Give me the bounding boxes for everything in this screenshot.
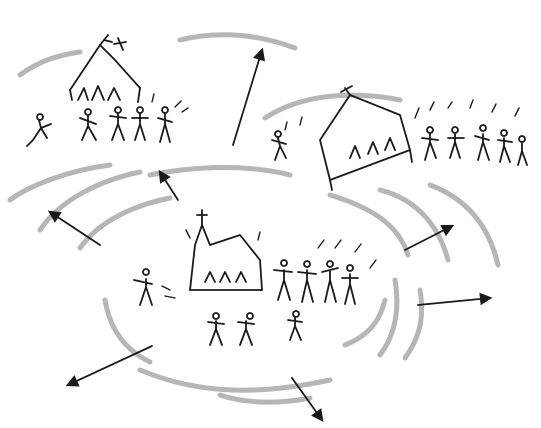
ripple-arc [20,52,80,75]
person-icon [274,270,292,300]
people-group-center [134,260,358,345]
ripple-arc [380,280,397,355]
person-icon [298,270,316,302]
ripple-arc [330,195,408,255]
ripple-arc [150,168,290,176]
ripple-arc [345,300,385,345]
person-icon [342,274,358,304]
arrow-icon [418,298,490,305]
ripple-arc [105,300,150,362]
person-icon [498,138,512,162]
arrow-icon [68,346,152,385]
arrow-icon [50,212,100,245]
arrows [50,50,490,420]
person-icon [475,134,489,160]
person-icon [238,321,254,345]
person-icon [110,114,126,140]
person-icon [132,114,148,140]
church-icon [70,35,140,102]
ripple-arc [180,35,295,48]
ripple-arc [430,185,498,265]
person-icon [27,120,51,146]
person-icon [448,134,464,158]
people-group-top-left [27,107,172,146]
arrow-icon [233,50,262,145]
ripple-arc [40,172,140,230]
church-icon [190,210,262,290]
person-icon [80,116,96,140]
people-group-top-right [272,125,527,165]
person-icon [208,321,224,345]
person-icon [518,143,527,165]
ripple-arc [10,165,110,200]
person-icon [158,114,172,142]
ripple-arc [220,395,310,402]
person-icon [422,134,438,160]
ripple-arc [140,370,330,390]
ripple-arc [405,290,422,358]
person-icon [272,138,286,160]
person-icon [134,279,152,305]
person-icon [288,318,302,340]
person-icon [322,268,338,302]
